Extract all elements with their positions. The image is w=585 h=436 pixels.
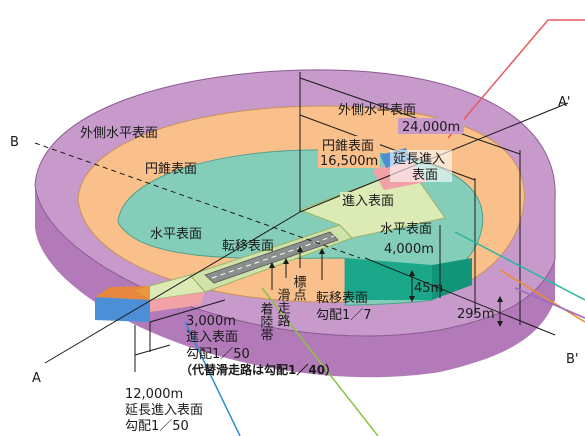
label-point-A: A <box>32 371 41 386</box>
leader-line-purple <box>514 287 585 319</box>
runway-centerline <box>211 235 335 279</box>
label-horizontal-right: 水平表面 <box>380 222 432 237</box>
section-line-A <box>44 211 301 364</box>
section-line-B <box>34 142 361 259</box>
leader-line-blue <box>184 321 241 436</box>
extended-label-bg <box>390 150 452 182</box>
label-conical-left: 円錐表面 <box>145 162 197 177</box>
label-point-B: B <box>10 135 19 150</box>
arrowhead <box>409 270 415 276</box>
label-transitional-slope: 勾配1／7 <box>316 308 372 323</box>
label-runway-text: 滑走路 <box>275 288 291 327</box>
label-alt-runway-note: （代替滑走路は勾配1／40） <box>180 362 337 377</box>
section-line-B-prime <box>364 257 556 336</box>
label-approach-surface: 進入表面 <box>342 194 394 209</box>
outer-distance-bg <box>398 118 464 134</box>
label-approach-slope: 勾配1／50 <box>186 347 250 362</box>
label-outer-horizontal-right: 外側水平表面 <box>338 103 416 118</box>
arrowhead <box>497 296 503 302</box>
label-conical-distance: 16,500m <box>320 154 378 169</box>
label-marker: 標点 <box>291 275 307 301</box>
extended-approach-edge-left <box>95 286 150 300</box>
leader-line-orange <box>499 269 585 323</box>
label-runway: 滑走路 <box>275 288 291 327</box>
label-extended-approach-2: 表面 <box>412 168 438 183</box>
label-approach-length: 3,000m <box>186 314 236 329</box>
label-height-295: 295m <box>457 307 494 322</box>
leader-line-red <box>447 19 585 139</box>
label-transitional: 転移表面 <box>222 239 274 254</box>
label-approach-title: 進入表面 <box>186 330 238 345</box>
arrowhead <box>283 258 289 264</box>
label-point-B-prime: B' <box>566 352 579 367</box>
approach-length-dim <box>149 299 226 323</box>
conical-label-bg <box>318 136 380 168</box>
arrowhead <box>269 262 275 268</box>
label-landing-zone: 着陸帯 <box>258 301 274 341</box>
approach-label-bg <box>340 192 398 208</box>
extended-length-dim <box>134 344 171 356</box>
label-extended-approach-1: 延長進入 <box>393 152 445 167</box>
arrowhead <box>409 296 415 302</box>
extended-approach-surface-left <box>95 286 205 322</box>
outer-horizontal-side <box>35 185 555 378</box>
runway-strip <box>204 231 339 284</box>
label-outer-horizontal-left: 外側水平表面 <box>80 126 158 141</box>
label-extended-title: 延長進入表面 <box>125 403 203 418</box>
extended-approach-blue-left <box>95 297 150 322</box>
extended-approach-pink-left <box>150 292 205 312</box>
label-height-45: 45m <box>414 281 443 296</box>
label-conical-right: 円錐表面 <box>322 139 374 154</box>
label-marker-text: 標点 <box>291 275 307 301</box>
leader-line-green <box>261 287 379 436</box>
label-transitional-slope-title: 転移表面 <box>316 291 368 306</box>
label-landing-zone-text: 着陸帯 <box>258 301 274 341</box>
label-point-A-prime: A' <box>558 95 570 110</box>
label-extended-slope: 勾配1／50 <box>125 419 189 434</box>
horizontal-surface-side <box>345 258 432 300</box>
outer-radius-dim <box>299 77 521 155</box>
leader-line-teal <box>454 231 585 301</box>
arrowhead <box>319 248 325 254</box>
label-outer-distance: 24,000m <box>402 120 460 135</box>
runway <box>204 231 339 284</box>
arrowhead <box>297 246 303 252</box>
label-horizontal-distance: 4,000m <box>384 242 434 257</box>
label-horizontal-left: 水平表面 <box>150 227 202 242</box>
label-extended-length: 12,000m <box>125 387 183 402</box>
arrowhead <box>497 321 503 327</box>
